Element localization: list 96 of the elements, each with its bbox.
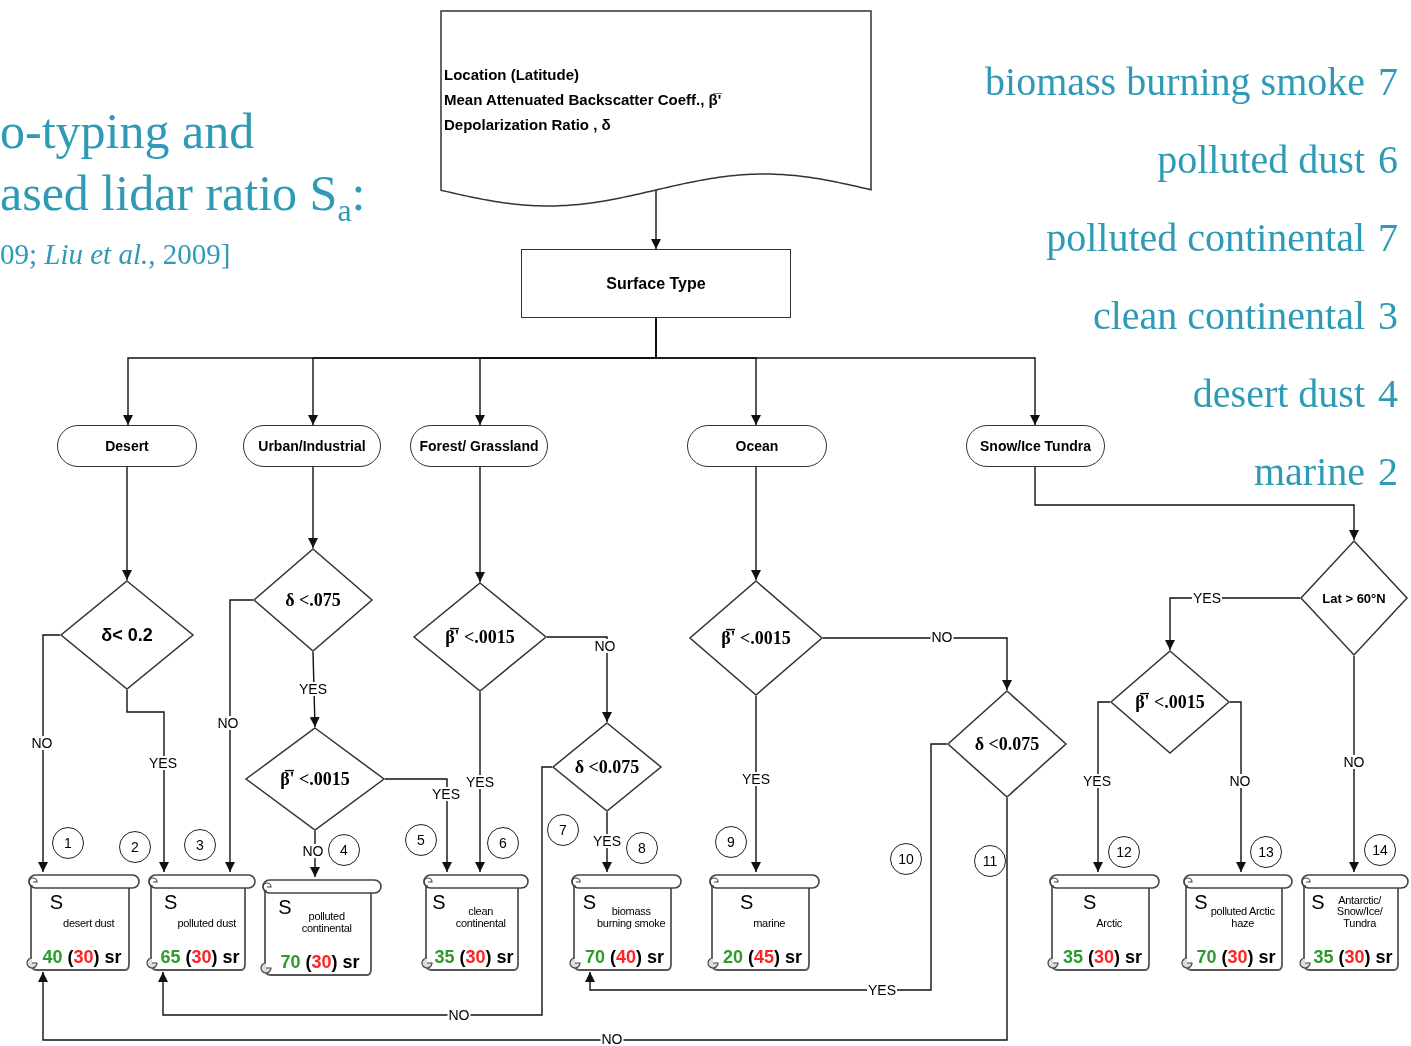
node-label: Snow/Ice Tundra — [980, 437, 1091, 455]
edge-label: NO — [930, 630, 954, 644]
condition-label: δ <0.075 — [974, 733, 1040, 755]
node-label: Mean Attenuated Backscatter Coeff., β̅' — [444, 91, 722, 108]
aerosol-type-label: polluted dust — [1157, 140, 1365, 180]
callout-number: 5 — [405, 824, 437, 856]
edge-label: NO — [301, 844, 325, 858]
lidar-ratio-digit: 7 — [1378, 62, 1398, 102]
arrow — [308, 466, 318, 549]
decision-diamond — [60, 580, 194, 690]
arrow — [655, 317, 1040, 426]
citation-text: 09; Liu et al., 2009] — [0, 240, 231, 269]
edge-label: YES — [1192, 591, 1222, 605]
condition-label: δ <.075 — [285, 589, 341, 611]
edge-label: NO — [216, 716, 240, 730]
edge-label: NO — [600, 1032, 624, 1046]
callout-number: 10 — [890, 843, 922, 875]
edge-label: NO — [447, 1008, 471, 1022]
callout-number: 6 — [487, 827, 519, 859]
edge-label: YES — [431, 787, 461, 801]
edge-label: YES — [867, 983, 897, 997]
arrow — [38, 797, 1008, 1041]
lidar-ratio-digit: 6 — [1378, 140, 1398, 180]
arrow — [122, 466, 132, 581]
document-shape — [440, 10, 872, 210]
edge-label: YES — [1082, 774, 1112, 788]
arrow — [546, 636, 612, 723]
node-label: Depolarization Ratio , δ — [444, 116, 611, 133]
node-label: Location (Latitude) — [444, 66, 579, 83]
edge-label: NO — [1342, 755, 1366, 769]
arrow — [1349, 655, 1359, 873]
condition-label: β̅' <.0015 — [445, 626, 515, 648]
edge-label: NO — [30, 736, 54, 750]
arrow — [38, 634, 61, 873]
arrow — [751, 695, 761, 873]
edge-label: NO — [1228, 774, 1252, 788]
arrow — [384, 778, 452, 873]
lidar-ratio-digit: 7 — [1378, 218, 1398, 258]
condition-label: β̅' <.0015 — [280, 768, 350, 790]
arrow — [475, 466, 485, 583]
callout-number: 4 — [328, 834, 360, 866]
arrow — [126, 689, 169, 873]
decision-diamond — [1110, 650, 1230, 754]
arrow — [585, 743, 948, 991]
callout-number: 1 — [52, 827, 84, 859]
arrow — [225, 599, 254, 873]
lidar-ratio-digit: 3 — [1378, 296, 1398, 336]
callout-number: 12 — [1108, 836, 1140, 868]
node-label: Ocean — [735, 437, 779, 455]
condition-label: Lat > 60°N — [1322, 590, 1386, 606]
edge-label: YES — [148, 756, 178, 770]
arrow — [1034, 466, 1359, 541]
callout-number: 7 — [547, 814, 579, 846]
arrow — [1093, 701, 1111, 873]
callout-number: 14 — [1364, 834, 1396, 866]
edge-label: YES — [298, 682, 328, 696]
node-label: Desert — [105, 437, 149, 455]
condition-label: δ <0.075 — [574, 756, 640, 778]
aerosol-type-label: clean continental — [1092, 296, 1365, 336]
edge-label: YES — [592, 834, 622, 848]
callout-number: 11 — [974, 845, 1006, 877]
condition-label: β̅' <.0015 — [721, 627, 791, 649]
arrow — [751, 466, 761, 581]
decision-diamond — [689, 580, 823, 696]
decision-diamond — [1300, 540, 1408, 656]
node-label: Surface Type — [606, 274, 706, 293]
decision-diamond — [413, 582, 547, 692]
callout-number: 13 — [1250, 836, 1282, 868]
title-text: ased lidar ratio S$_{a}$: — [0, 168, 366, 226]
node-label: Forest/ Grassland — [419, 437, 539, 455]
condition-label: δ< 0.2 — [101, 624, 153, 646]
callout-number: 3 — [184, 829, 216, 861]
aerosol-type-label: biomass burning smoke — [985, 62, 1365, 102]
aerosol-type-label: polluted continental — [1046, 218, 1365, 258]
condition-label: β̅' <.0015 — [1135, 691, 1205, 713]
process-box — [521, 249, 791, 318]
edge-label: NO — [593, 639, 617, 653]
decision-diamond — [552, 722, 662, 812]
decision-diamond — [947, 690, 1067, 798]
callout-number: 2 — [119, 831, 151, 863]
aerosol-type-label: marine — [1253, 452, 1365, 492]
arrow — [1229, 701, 1246, 873]
aerosol-type-label: desert dust — [1192, 374, 1365, 414]
edge-label: YES — [741, 772, 771, 786]
arrow — [651, 189, 661, 250]
callout-number: 9 — [715, 826, 747, 858]
arrow — [822, 637, 1012, 691]
callout-number: 8 — [626, 832, 658, 864]
lidar-ratio-digit: 4 — [1378, 374, 1398, 414]
decision-diamond — [245, 727, 385, 831]
edge-label: YES — [465, 775, 495, 789]
decision-diamond — [253, 548, 373, 652]
arrow — [475, 691, 485, 873]
lidar-ratio-digit: 2 — [1378, 452, 1398, 492]
arrow — [158, 766, 553, 1016]
node-label: Urban/Industrial — [258, 437, 366, 455]
